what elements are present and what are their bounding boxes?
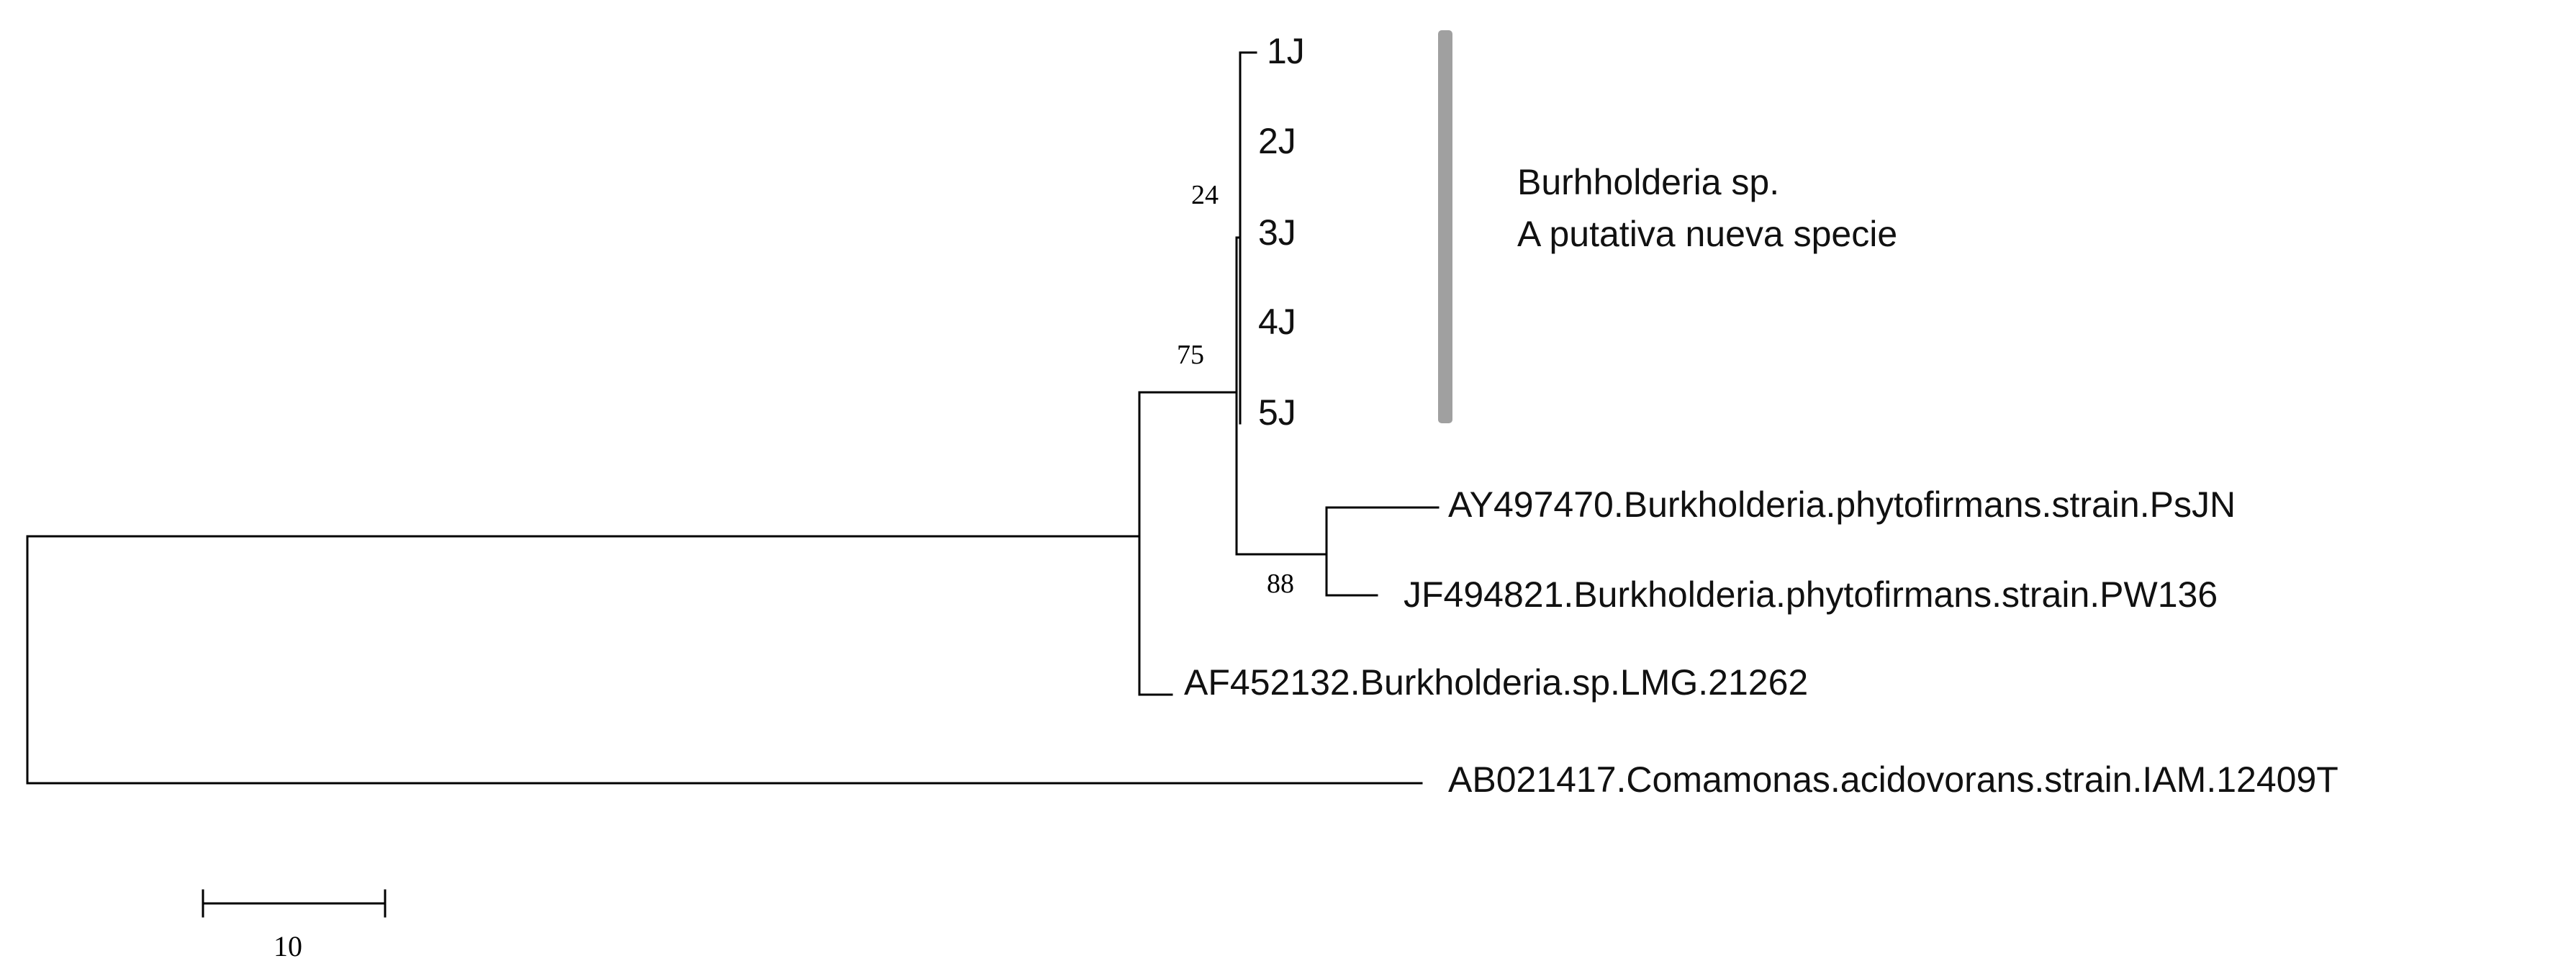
leaf-5j-label: 5J [1258, 392, 1296, 433]
bootstrap-value-phytofirmans: 88 [1267, 569, 1294, 599]
scale-bar-label: 10 [274, 930, 302, 962]
bootstrap-value-ingroup: 75 [1177, 340, 1204, 370]
leaf-ay497470-label: AY497470.Burkholderia.phytofirmans.strai… [1448, 484, 2236, 525]
bootstrap-value-j-clade: 24 [1191, 180, 1219, 210]
leaf-4j-label: 4J [1258, 302, 1296, 342]
leaf-2j-label: 2J [1258, 121, 1296, 161]
clade-annotation-line-1: Burhholderia sp. [1517, 162, 1779, 202]
clade-annotation-line-2: A putativa nueva specie [1517, 214, 1897, 254]
leaf-af452132-label: AF452132.Burkholderia.sp.LMG.21262 [1184, 662, 1808, 703]
clade-highlight-bar [1438, 30, 1452, 423]
leaf-ab021417-label: AB021417.Comamonas.acidovorans.strain.IA… [1448, 759, 2338, 800]
leaf-3j-label: 3J [1258, 212, 1296, 253]
leaf-jf494821-label: JF494821.Burkholderia.phytofirmans.strai… [1404, 574, 2218, 615]
leaf-1j-label: 1J [1267, 31, 1305, 71]
